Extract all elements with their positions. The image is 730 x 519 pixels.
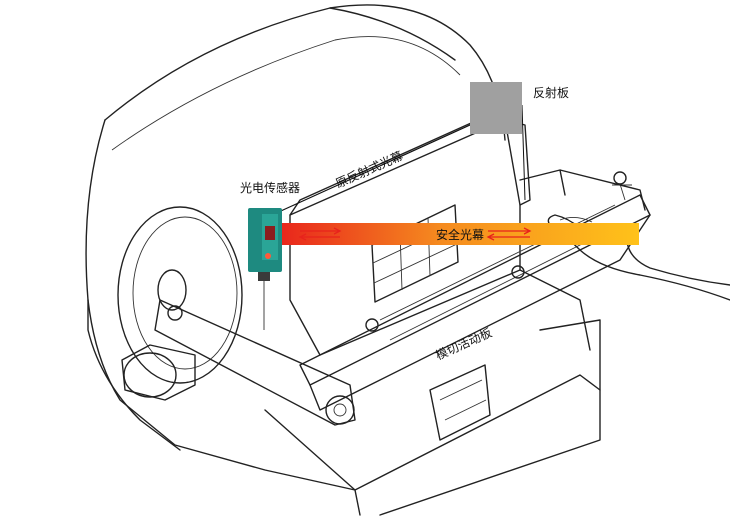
right-frame <box>519 269 601 391</box>
photoelectric-sensor <box>248 208 282 330</box>
lower-cradle-detail <box>439 379 487 421</box>
sensor-connector <box>258 272 270 281</box>
drum-back-edge <box>329 7 456 61</box>
arrow-right-icon <box>300 227 342 235</box>
sensor-indicator <box>265 253 271 259</box>
flywheel-outer <box>117 206 243 384</box>
drum-top-edge <box>104 4 506 141</box>
machine-base-front <box>87 299 181 451</box>
rod-pin-bottom <box>325 395 355 425</box>
original-curtain-line <box>271 114 493 216</box>
arrow-right-icon <box>488 227 532 235</box>
lower-frame <box>264 374 601 516</box>
sensor-lens <box>265 226 275 240</box>
bolt-1 <box>365 318 379 332</box>
arrow-left-icon <box>486 233 530 241</box>
sensor-label: 光电传感器 <box>240 180 300 195</box>
machine-left-side <box>85 119 356 491</box>
crank-bracket <box>121 344 196 401</box>
bolt-3-stem <box>612 183 632 201</box>
reflector-leader <box>521 104 526 201</box>
lower-cradle <box>429 364 491 441</box>
reflector-board <box>470 82 522 134</box>
housing-window-grid <box>372 217 458 291</box>
crank-boss <box>123 352 177 398</box>
safety-light-beam <box>276 223 639 245</box>
die-plate-label: 模切活动板 <box>434 326 495 363</box>
machine-outline <box>85 4 651 516</box>
housing-window <box>371 204 459 303</box>
rod-pin-top <box>167 305 183 321</box>
flywheel-hub <box>157 269 187 311</box>
bolt-3 <box>613 171 627 185</box>
flywheel-rim <box>132 216 238 370</box>
reflector-label: 反射板 <box>533 85 569 100</box>
connecting-rod <box>154 299 356 426</box>
right-support <box>519 169 646 211</box>
arrow-left-icon <box>298 233 340 241</box>
drum-inner-edge <box>111 36 461 151</box>
rod-pin-bottom-inner <box>333 403 347 417</box>
safety-curtain-label: 安全光幕 <box>436 227 484 242</box>
